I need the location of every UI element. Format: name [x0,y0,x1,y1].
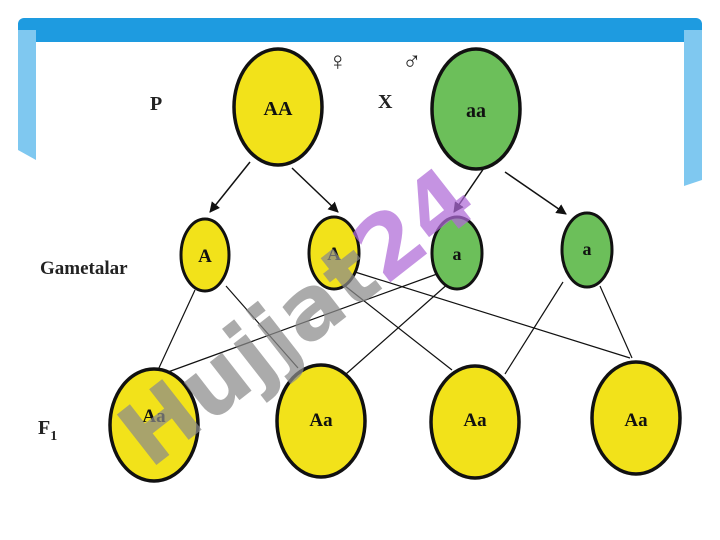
gamete-node: A [179,217,231,293]
parent-genotype: AA [264,98,293,120]
offspring-genotype: Aa [309,410,333,431]
frame-right-edge [684,30,702,186]
parent-circle [232,47,324,167]
male-symbol-icon: ♂ [402,47,422,76]
gamete-circle [179,217,231,293]
row-label-offspring: F1 [38,417,57,444]
parent-row: AA aa [232,47,522,171]
offspring-genotype: Aa [624,410,648,431]
arrow-rec-to-gamete-4 [504,171,567,215]
offspring-circle [429,364,521,480]
gamete-row: A A a a [179,211,614,293]
gamete-allele: a [453,244,462,264]
fertilization-line [157,289,196,371]
gamete-allele: A [327,244,341,265]
fertilization-line [504,281,564,375]
offspring-circle [275,363,367,479]
offspring-genotype: Aa [142,406,166,427]
gamete-circle [307,215,361,291]
fertilization-line [345,281,451,375]
fertilization-line [354,271,631,359]
gamete-allele: A [198,246,212,267]
offspring-label-subscript: 1 [50,429,57,444]
offspring-circle [108,367,200,483]
arrow-aa-to-gamete-2 [291,167,339,213]
gamete-circle [560,211,614,289]
gamete-node: A [307,215,361,291]
arrow-aa-to-gamete-1 [209,161,251,213]
parent-circle [430,47,522,171]
header-frame [18,18,702,186]
gamete-circle [430,215,484,291]
parent-node-male: aa [430,47,522,171]
parent-node-female: AA [232,47,324,167]
arrow-rec-to-gamete-3 [453,167,485,213]
frame-left-edge [18,30,36,160]
offspring-node: Aa [275,363,367,479]
gamete-node: a [430,215,484,291]
fertilization-lines [157,269,633,375]
parent-genotype: aa [466,100,486,122]
fertilization-line [599,285,633,359]
parent-to-gamete-arrows [209,161,567,215]
offspring-node: Aa [429,364,521,480]
offspring-row: Aa Aa Aa Aa [108,360,682,483]
offspring-label-base: F [38,417,50,439]
cross-symbol: X [378,91,393,113]
female-symbol-icon: ♀ [328,47,348,76]
offspring-circle [590,360,682,476]
header-bar [18,18,702,42]
gamete-allele: a [583,239,592,259]
fertilization-line [167,269,449,373]
offspring-node: Aa [108,367,200,483]
row-label-parents: P [150,93,162,115]
fertilization-line [225,285,299,369]
offspring-node: Aa [590,360,682,476]
offspring-genotype: Aa [463,410,487,431]
gamete-node: a [560,211,614,289]
fertilization-line [339,281,453,371]
row-label-gametes: Gametalar [40,258,128,279]
